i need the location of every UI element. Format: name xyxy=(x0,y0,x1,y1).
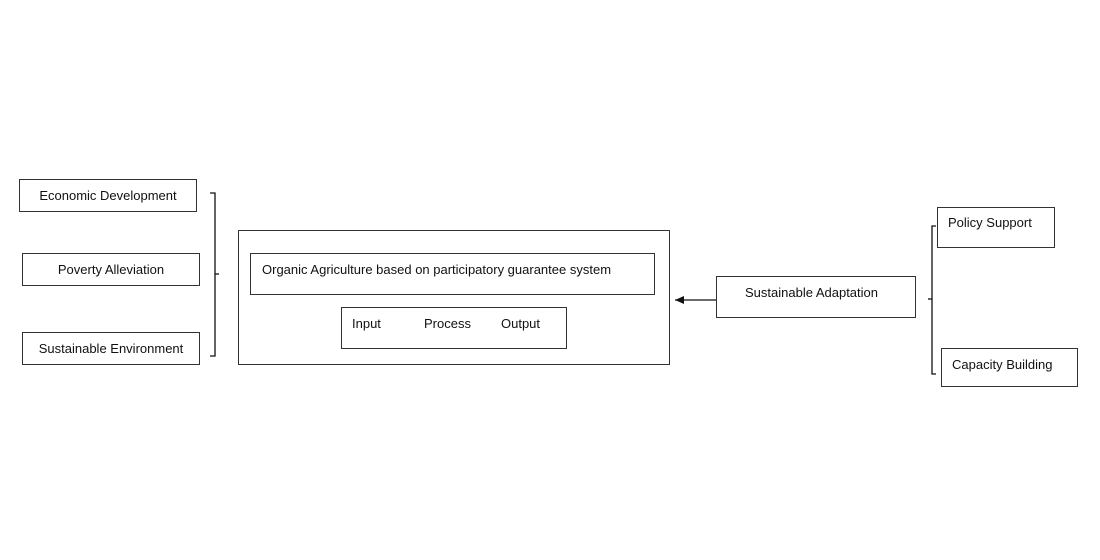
input-label: Input xyxy=(352,316,381,331)
policy-support-label: Policy Support xyxy=(948,215,1032,230)
output-label: Output xyxy=(501,316,541,331)
process-label: Process xyxy=(424,316,471,331)
input-process-output-box: Input Process Output xyxy=(341,307,567,349)
sustainable-environment-label: Sustainable Environment xyxy=(38,341,184,356)
right-bracket xyxy=(931,225,936,375)
poverty-alleviation-box: Poverty Alleviation xyxy=(22,253,200,286)
organic-agriculture-label: Organic Agriculture based on participato… xyxy=(262,262,612,277)
sustainable-adaptation-box: Sustainable Adaptation xyxy=(716,276,916,318)
poverty-alleviation-label: Poverty Alleviation xyxy=(57,262,165,277)
sustainable-adaptation-label: Sustainable Adaptation xyxy=(745,285,878,300)
policy-support-box: Policy Support xyxy=(937,207,1055,248)
capacity-building-label: Capacity Building xyxy=(952,357,1053,372)
left-bracket xyxy=(210,192,216,357)
economic-development-box: Economic Development xyxy=(19,179,197,212)
organic-agriculture-box: Organic Agriculture based on participato… xyxy=(250,253,655,295)
economic-development-label: Economic Development xyxy=(39,188,177,203)
capacity-building-box: Capacity Building xyxy=(941,348,1078,387)
central-system-box: Organic Agriculture based on participato… xyxy=(238,230,670,365)
sustainable-environment-box: Sustainable Environment xyxy=(22,332,200,365)
